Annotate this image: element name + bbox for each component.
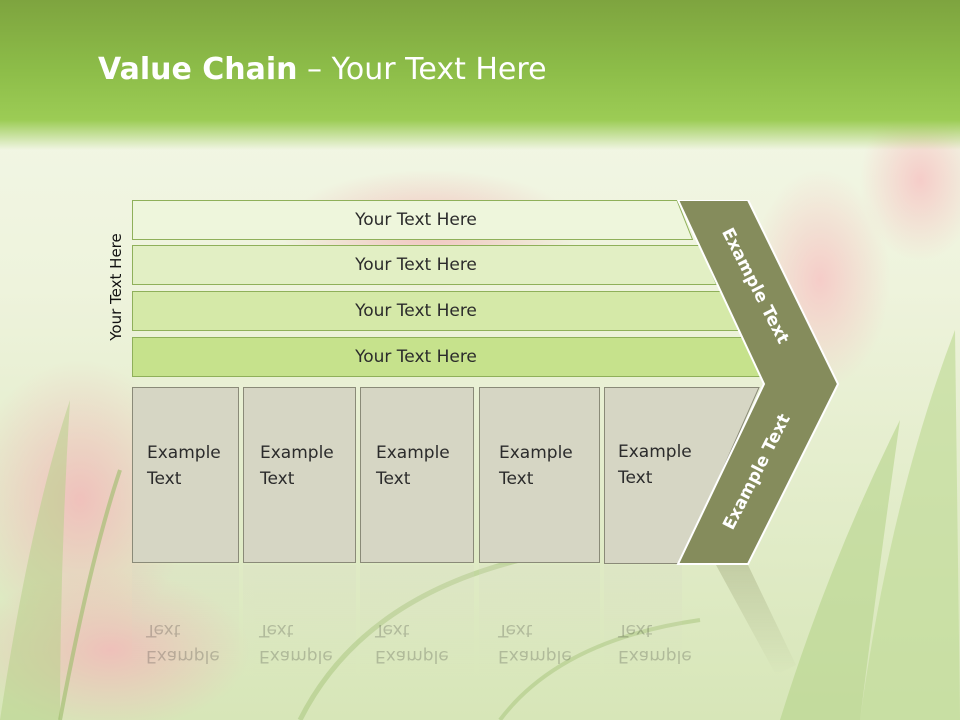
activity-box-5: Example Text	[604, 387, 724, 563]
chain-row-3: Your Text Here	[132, 291, 742, 331]
box-line2: Text	[618, 468, 653, 488]
box-line1: Example	[618, 442, 692, 462]
header-band	[0, 0, 960, 150]
chain-row-2: Your Text Here	[132, 245, 718, 285]
box-line2: Text	[147, 469, 182, 489]
box-line1: Example	[260, 443, 334, 463]
reflection-line2: Text	[259, 620, 294, 640]
activity-box-1: Example Text	[132, 387, 239, 563]
box-reflection-4: Example Text	[479, 565, 600, 675]
box-line2: Text	[260, 469, 295, 489]
box-reflection-1: Example Text	[132, 565, 239, 675]
chevron-reflection	[678, 565, 796, 675]
box-line2: Text	[376, 469, 411, 489]
activity-box-3: Example Text	[360, 387, 474, 563]
activity-box-2: Example Text	[243, 387, 356, 563]
box-line2: Text	[499, 469, 534, 489]
reflection-line1: Example	[375, 646, 449, 666]
box-reflection-5: Example Text	[604, 565, 692, 675]
chain-row-label: Your Text Here	[355, 301, 477, 321]
box-line1: Example	[499, 443, 573, 463]
reflection-line2: Text	[375, 620, 410, 640]
reflection-line1: Example	[498, 646, 572, 666]
title-rest: – Your Text Here	[297, 52, 547, 87]
reflection-line2: Text	[618, 620, 653, 640]
reflection-line1: Example	[259, 646, 333, 666]
box-reflection-2: Example Text	[243, 565, 356, 675]
chain-row-label: Your Text Here	[355, 347, 477, 367]
margin-chevron	[676, 200, 840, 565]
box-line1: Example	[376, 443, 450, 463]
box-reflection-3: Example Text	[360, 565, 474, 675]
chain-row-label: Your Text Here	[355, 210, 477, 230]
side-label: Your Text Here	[107, 233, 125, 341]
activity-box-4: Example Text	[479, 387, 600, 563]
title-bold: Value Chain	[98, 52, 298, 87]
reflection-line2: Text	[146, 620, 181, 640]
chain-row-label: Your Text Here	[355, 255, 477, 275]
chain-row-4: Your Text Here	[132, 337, 766, 377]
reflection-line1: Example	[618, 646, 692, 666]
reflection-line2: Text	[498, 620, 533, 640]
chain-row-1: Your Text Here	[132, 200, 700, 240]
reflection-line1: Example	[146, 646, 220, 666]
box-line1: Example	[147, 443, 221, 463]
page-title: Value Chain – Your Text Here	[98, 52, 547, 87]
